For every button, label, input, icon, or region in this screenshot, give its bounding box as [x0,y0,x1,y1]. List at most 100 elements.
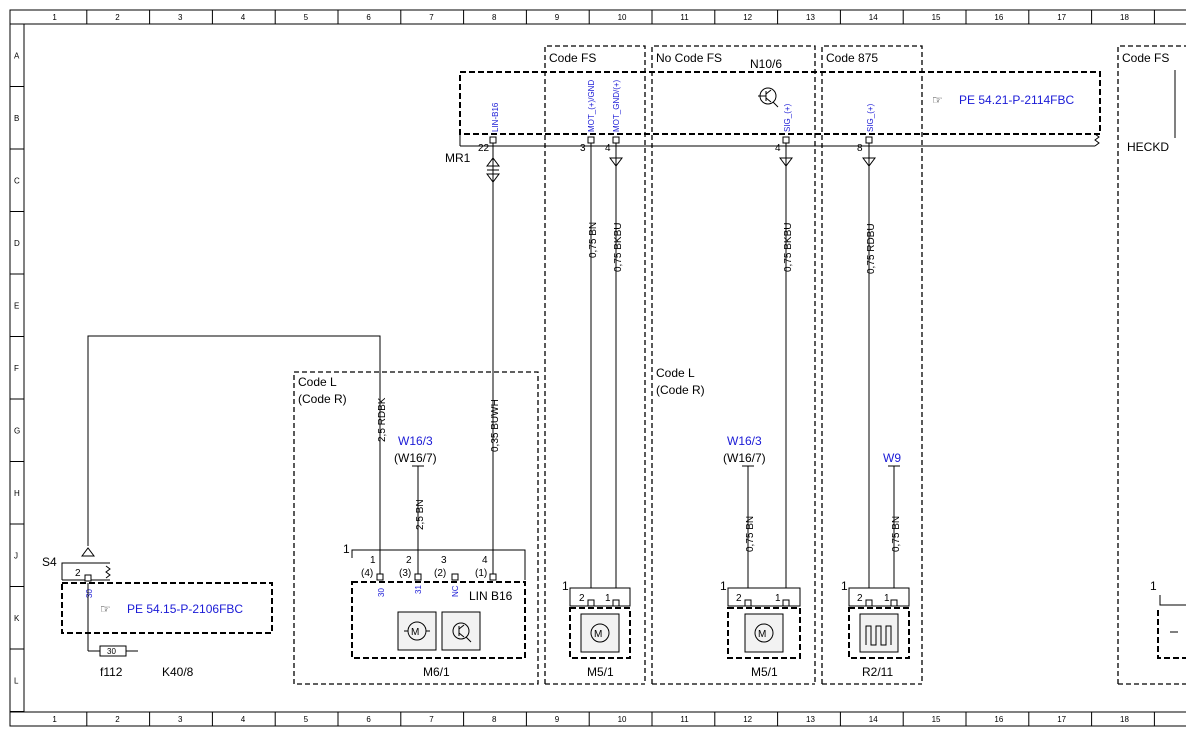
s4-pin-2: 2 [75,568,81,579]
m6-alt-4: (4) [361,568,373,579]
frame [9,9,1186,727]
column-label: 15 [932,715,941,724]
m5-1-component-b: 1 2 1 M M5/1 [720,579,801,679]
block-code-l-left: Code L (Code R) [293,371,539,685]
hall-sensor-icon [441,611,481,651]
wire-labels: 2,5 RDBK 0,35 BUWH 0,75 BN 0,75 BKBU 0,7… [377,222,902,552]
s4-pin-30: 30 [85,589,94,598]
column-label: 17 [1057,715,1066,724]
label-r2-11: R2/11 [862,665,893,679]
column-label: 10 [618,715,627,724]
block-code-fs-left: Code FS [544,45,646,685]
ground-labels: W16/3 (W16/7) W16/3 (W16/7) W9 [394,434,901,467]
column-label: 16 [994,13,1003,22]
row-label: J [14,551,18,560]
pin-lin-b16: LIN-B16 [491,102,500,132]
wire-label-bn-m5: 0,75 BN [745,516,756,552]
row-label: A [14,51,20,60]
m6-pin-1: 1 [370,555,376,566]
column-label: 8 [492,13,497,22]
ground-w16-3-a: W16/3 [398,434,433,448]
label-k40-8: K40/8 [162,665,194,679]
m6-lin-b16: LIN B16 [469,589,513,603]
reference-pe-54-15: PE 54.15-P-2106FBC [127,602,243,616]
pin-num-22: 22 [478,143,490,154]
reference-pe-54-21: PE 54.21-P-2114FBC [959,93,1075,107]
m6-alt-2: (2) [434,568,446,579]
column-label: 1 [52,13,57,22]
column-label: 17 [1057,13,1066,22]
transistor-icon [758,87,779,108]
label-no-code-fs: No Code FS [656,51,722,65]
wire-label-rdbu: 0,75 RDBU [866,223,877,274]
wire-label-buwh: 0,35 BUWH [490,399,501,452]
m6-sig-nc: NC [451,585,460,597]
m5-b-pin-2: 2 [736,593,742,604]
column-label: 2 [115,13,120,22]
m5-a-pin-2: 2 [579,593,585,604]
column-label: 6 [366,715,371,724]
wire-label-bn-m6: 2,5 BN [415,499,426,530]
label-code-l: Code L [656,366,695,380]
wire-label-bkbu-nofs: 0,75 BKBU [783,223,794,272]
column-label: 3 [178,715,183,724]
row-label: L [14,676,19,685]
column-label: 10 [618,13,627,22]
row-label: E [14,301,19,310]
pin-sig-plus-b: SIG_(+) [866,103,875,132]
ground-w16-7-a: (W16/7) [394,451,437,465]
m5-b-pin-1: 1 [775,593,781,604]
row-label: B [14,114,19,123]
motor-icon: M [397,611,437,651]
pin-sig-plus-a: SIG_(+) [783,103,792,132]
m6-1-component: 1 1 2 3 4 (4) (3) (2) (1) 30 31 NC LIN B… [343,542,526,679]
motor-icon: M [744,613,784,653]
wire-label-rdbk: 2,5 RDBK [377,397,388,442]
n10-6-module: N10/6 ☞ PE 54.21-P-2114FBC MR1 [445,57,1101,165]
hand-pointer-icon: ☞ [100,602,111,616]
column-label: 14 [869,715,878,724]
row-label: C [14,176,20,185]
label-code-fs-right: Code FS [1122,51,1169,65]
column-label: 6 [366,13,371,22]
label-code-fs: Code FS [549,51,596,65]
block-code-875: Code 875 [821,45,923,685]
column-label: 7 [429,715,434,724]
ground-w16-3-b: W16/3 [727,434,762,448]
m6-conn-1: 1 [343,542,350,556]
label-code-875: Code 875 [826,51,878,65]
column-label: 7 [429,13,434,22]
pin-mot-gnd-plus: MOT_GND/(+) [612,79,621,132]
column-label: 8 [492,715,497,724]
motor-icon: M [580,613,620,653]
row-label: G [14,426,20,435]
reference-link-pe-54-21[interactable]: ☞ PE 54.21-P-2114FBC [932,93,1075,107]
m5-a-pin-1: 1 [605,593,611,604]
reference-link-pe-54-15[interactable]: ☞ PE 54.15-P-2106FBC [100,602,243,616]
column-label: 3 [178,13,183,22]
label-one: 1 [1150,579,1157,593]
n10-pins: LIN-B16 MOT_(+)/GND MOT_GND/(+) SIG_(+) … [478,79,875,154]
column-label: 2 [115,715,120,724]
column-label: 4 [241,13,246,22]
row-label: D [14,239,20,248]
column-label: 9 [555,13,560,22]
heater-element-icon [859,613,899,653]
wire-label-bkbu-fs: 0,75 BKBU [613,223,624,272]
svg-text:M: M [411,627,419,638]
m6-sig-31: 31 [414,585,423,594]
column-label: 13 [806,13,815,22]
svg-text:M: M [594,629,602,640]
pin-num-8: 8 [857,143,863,154]
label-n10-6: N10/6 [750,57,782,71]
ground-w9: W9 [883,451,901,465]
pin-num-3: 3 [580,143,586,154]
ground-w16-7-b: (W16/7) [723,451,766,465]
column-label: 12 [743,715,752,724]
pin-mot-plus-gnd: MOT_(+)/GND [587,80,596,132]
label-s4: S4 [42,555,57,569]
column-label: 11 [680,715,689,724]
m5-1-component-a: 1 2 1 M M5/1 [562,579,631,679]
